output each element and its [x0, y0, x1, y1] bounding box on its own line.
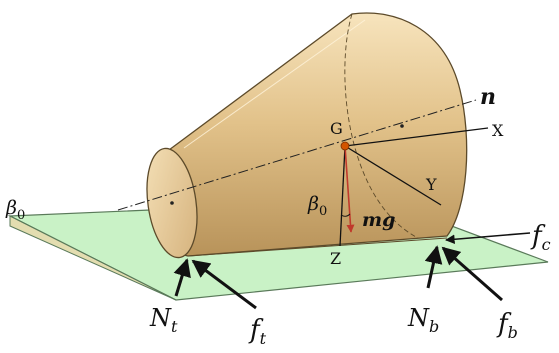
label-n: n — [480, 84, 496, 110]
label-x: X — [492, 121, 504, 140]
label-z: Z — [330, 249, 341, 268]
label-nt: Nt — [149, 304, 178, 336]
label-nb: Nb — [407, 304, 439, 336]
label-y: Y — [425, 175, 437, 194]
force-fb-arrow — [441, 246, 503, 302]
force-nt-arrow — [173, 258, 191, 297]
force-fc-arrow — [445, 232, 531, 245]
label-ft: ft — [248, 315, 267, 348]
gravity-arrow — [344, 145, 355, 233]
label-beta-axis: β0 — [307, 193, 327, 219]
label-beta-plane: β0 — [5, 197, 25, 223]
axis-z-line — [339, 145, 346, 247]
axis-y-line — [344, 145, 442, 206]
force-ft-arrow — [191, 259, 257, 310]
axis-dot-large-end — [400, 124, 404, 128]
label-g: G — [330, 119, 343, 138]
label-fc: fc — [530, 221, 551, 254]
cone-large-end-hidden-edge — [344, 13, 419, 239]
axis-dot-small-end — [170, 201, 174, 205]
axis-x-line — [344, 127, 489, 147]
com-dot — [340, 141, 350, 151]
cone-contact-line — [187, 237, 448, 257]
beta-axis-arc — [340, 213, 351, 217]
cone-highlight — [183, 19, 366, 149]
wedge-edge — [9, 215, 177, 301]
label-fb: fb — [496, 309, 518, 342]
force-nb-arrow — [424, 245, 443, 289]
cone-axis-n — [117, 99, 477, 211]
label-mg: mg — [362, 209, 395, 231]
